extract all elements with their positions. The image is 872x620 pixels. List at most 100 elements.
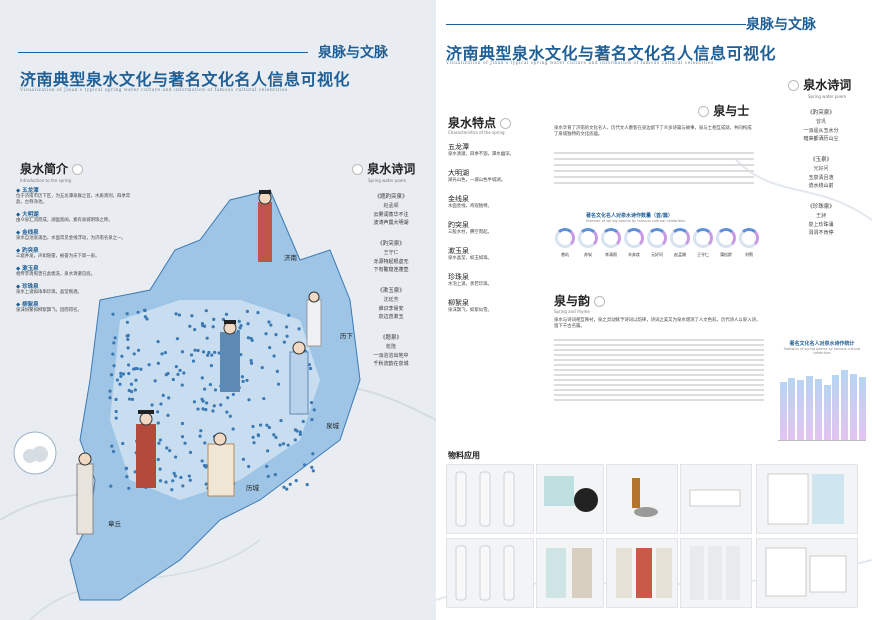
left-board: 泉脉与文脉 济南典型泉水文化与著名文化名人信息可视化 Visualization… xyxy=(0,0,436,620)
feature-item-text: 湖光山色，一城山色半城湖。 xyxy=(448,178,506,183)
spring-dot xyxy=(265,464,269,468)
ring-mark xyxy=(670,228,690,248)
feature-item: 珍珠泉水泡上涌，状若珍珠。 xyxy=(448,272,538,288)
feature-item-name: 金线泉 xyxy=(448,195,469,203)
poem-title: 《题泉》 xyxy=(379,335,402,341)
poem-heading-right: 泉水诗词 xyxy=(788,76,851,93)
spring-dot xyxy=(250,338,254,342)
spring-dot xyxy=(298,432,302,436)
spring-dot xyxy=(111,449,116,454)
spring-dot xyxy=(108,396,112,400)
spring-dot xyxy=(267,425,271,430)
spring-dot xyxy=(126,346,130,350)
spring-dot xyxy=(161,393,165,397)
spring-dot xyxy=(130,390,134,394)
ring-mark xyxy=(647,228,667,248)
spring-dot xyxy=(111,312,115,316)
poem-author: 王守仁 xyxy=(383,250,399,256)
ring-label: 刘鹗 xyxy=(745,252,753,257)
spring-dot xyxy=(286,443,290,447)
spring-dot xyxy=(127,486,131,490)
poem-list-left: 《题趵突泉》赵孟頫云雾润蒸华不注波涛声震大明湖《趵突泉》王守仁泺源特起根虚无下有… xyxy=(356,192,426,380)
spring-dot xyxy=(111,352,115,356)
ring-label: 曾巩 xyxy=(561,252,569,257)
spring-dot xyxy=(163,351,168,355)
spring-dot xyxy=(212,404,216,408)
spring-dot xyxy=(180,435,185,439)
spring-dot xyxy=(158,438,163,442)
spring-dot xyxy=(205,401,209,405)
intro-item: ◆ 柳絮泉泉沫纷繁如柳絮飘飞，因而得名。 xyxy=(16,300,134,314)
feature-item: 漱玉泉泉水晶莹，如玉如珠。 xyxy=(448,246,538,262)
spring-dot xyxy=(129,382,134,386)
spring-dot xyxy=(256,433,260,437)
spring-dot xyxy=(212,317,216,321)
spring-dot xyxy=(208,383,212,387)
spring-rhyme-eng: Spring and rhyme xyxy=(554,309,590,314)
ring-mark xyxy=(739,228,759,248)
spring-dot xyxy=(297,327,301,331)
spring-dot xyxy=(133,388,137,392)
spring-dot xyxy=(240,375,245,379)
poem-block: 《趵突泉》曾巩一派遥从玉水分暗来都洒历山尘 xyxy=(776,108,866,143)
features-dot-icon xyxy=(500,118,512,129)
spring-dot xyxy=(308,366,313,371)
spring-dot xyxy=(166,371,170,376)
spring-dot xyxy=(204,408,208,412)
spring-dot xyxy=(187,474,191,478)
spring-dot xyxy=(224,312,229,316)
spring-dot xyxy=(282,340,286,344)
spring-dot xyxy=(177,313,182,317)
feature-item: 趵突泉三股水柱，腾空而起。 xyxy=(448,220,538,236)
poem-title: 《趵突泉》 xyxy=(377,241,405,247)
spring-dot xyxy=(251,424,255,429)
spring-dot xyxy=(150,403,154,407)
spring-dot xyxy=(119,371,123,375)
spring-dot xyxy=(115,378,119,382)
spring-dot xyxy=(231,427,235,431)
intro-list: ◆ 五龙潭位于济南市历下区，为五龙潭泉群之首，水质清冽，四季常盈，古称净池。◆ … xyxy=(16,186,134,318)
title-rule-right xyxy=(446,24,746,25)
ring-mark xyxy=(601,228,621,248)
spring-dot xyxy=(205,464,209,468)
spring-dot xyxy=(153,379,157,383)
spring-dot xyxy=(247,464,251,469)
spring-dot xyxy=(176,372,180,376)
spring-dot xyxy=(245,309,250,313)
poem-title: 《漱玉泉》 xyxy=(377,288,405,294)
spring-dot xyxy=(126,337,130,341)
spring-dot xyxy=(301,419,305,424)
spring-dot xyxy=(113,336,117,340)
poem-author: 乾隆 xyxy=(385,344,396,350)
intro-dot-icon xyxy=(72,164,84,175)
spring-dot xyxy=(251,435,255,439)
spring-dot xyxy=(266,474,270,479)
feature-item-name: 漱玉泉 xyxy=(448,247,469,255)
spring-dot xyxy=(190,314,194,318)
spring-dot xyxy=(139,367,143,371)
spring-dot xyxy=(119,374,123,379)
poem-heading-left: 泉水诗词 xyxy=(352,160,415,177)
spring-dot xyxy=(228,414,232,418)
spring-people-heading: 泉与士 xyxy=(698,102,749,119)
ring-label: 元好问 xyxy=(651,252,663,257)
brand-title-right: 泉脉与文脉 xyxy=(746,17,816,33)
intro-item-name: ◆ 漱玉泉 xyxy=(16,266,39,272)
spring-dot xyxy=(109,373,114,377)
spring-dot xyxy=(204,482,208,486)
poem-line: 暗来都洒历山尘 xyxy=(803,136,839,142)
poem-block: 《题趵突泉》赵孟頫云雾润蒸华不注波涛声震大明湖 xyxy=(356,192,426,227)
feature-item-text: 水面金线，奇观独特。 xyxy=(448,204,492,209)
spring-dot xyxy=(298,430,302,434)
bar-mark xyxy=(805,376,813,440)
poem-title: 《趵突泉》 xyxy=(807,110,835,116)
spring-dot xyxy=(159,402,163,406)
spring-dot xyxy=(274,332,278,337)
spring-dot xyxy=(127,371,131,376)
spring-dot xyxy=(207,350,211,355)
features-heading: 泉水特点 xyxy=(448,114,512,131)
spring-dot xyxy=(114,397,118,402)
intro-item-name: ◆ 大明湖 xyxy=(16,212,39,218)
spring-dot xyxy=(210,353,214,357)
intro-item-text: 泉水自池底涌出，水面常见金线浮动，为济南名泉之一。 xyxy=(16,236,126,241)
